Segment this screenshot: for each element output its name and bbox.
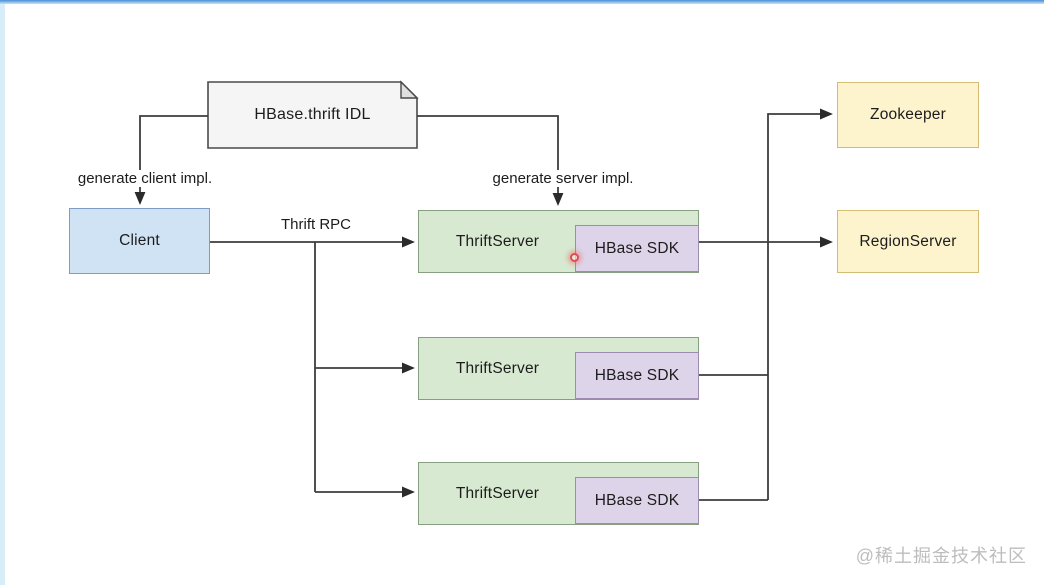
thriftserver-label: ThriftServer [455,484,540,502]
edge-label-thrift-rpc: Thrift RPC [280,216,351,233]
left-accent-strip [0,0,5,585]
document-fold-corner-icon [400,80,419,99]
thriftserver-label: ThriftServer [455,359,540,377]
client-node: Client [69,208,210,274]
edge-bus-to-zookeeper [767,108,833,500]
hbase-sdk-node-1: HBase SDK [575,225,699,272]
hbase-sdk-label: HBase SDK [594,366,680,384]
idl-document-shape [207,80,419,149]
client-label: Client [119,232,160,249]
edge-label-generate-client: generate client impl. [53,170,237,187]
watermark: @稀土掘金技术社区 [855,546,1027,566]
idl-document: HBase.thrift IDL [208,82,417,148]
idl-document-label: HBase.thrift IDL [254,106,371,123]
zookeeper-label: Zookeeper [870,106,946,123]
document-body [207,81,418,149]
hbase-sdk-label: HBase SDK [594,491,680,509]
edge-idl-to-client [134,115,208,205]
zookeeper-node: Zookeeper [837,82,979,148]
hbase-sdk-node-2: HBase SDK [575,352,699,399]
hbase-sdk-label: HBase SDK [594,239,680,257]
edge-label-generate-server: generate server impl. [466,170,660,187]
regionserver-label: RegionServer [859,232,957,250]
regionserver-node: RegionServer [837,210,979,273]
thriftserver-label: ThriftServer [455,232,540,250]
laser-pointer-dot [570,253,579,262]
edge-idl-to-server [417,115,564,206]
hbase-sdk-node-3: HBase SDK [575,477,699,524]
top-accent-bar [0,0,1044,4]
